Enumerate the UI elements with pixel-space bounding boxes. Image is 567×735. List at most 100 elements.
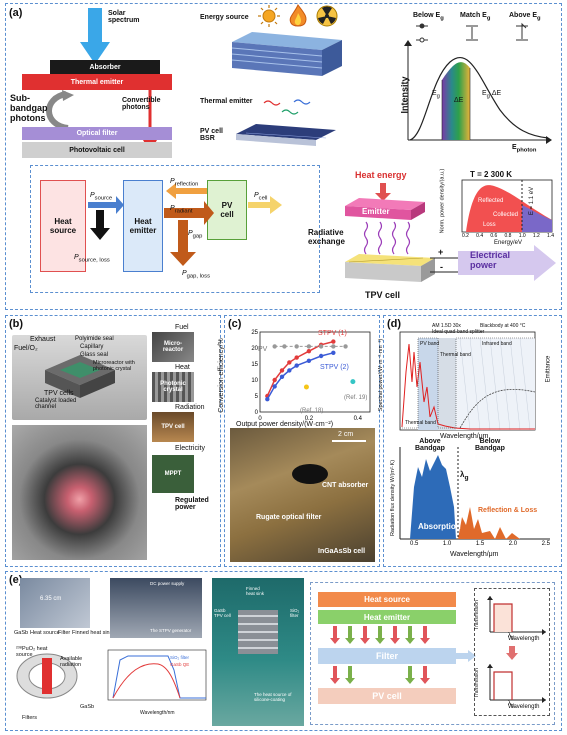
pv-band-label: PV band bbox=[420, 341, 440, 347]
pv-cell-layer: Photovoltaic cell bbox=[22, 142, 172, 158]
inset-xtick: 0.8 bbox=[504, 233, 512, 239]
panel-c-label: (c) bbox=[228, 318, 242, 330]
capillary-label: Capillary bbox=[80, 344, 104, 350]
infrared-band-label: Infrared band bbox=[482, 341, 512, 347]
data-point bbox=[265, 397, 270, 402]
emitter-stack bbox=[231, 32, 342, 76]
radiative-exchange-label: Radiative exchange bbox=[308, 228, 345, 246]
convertible-label: Convertible photons bbox=[122, 97, 161, 111]
data-point bbox=[318, 344, 324, 349]
panel-a bbox=[5, 3, 562, 310]
panel-d-label: (d) bbox=[387, 318, 402, 330]
d-bottom-xlabel: Wavelength/μm bbox=[450, 551, 499, 558]
panel-e-label: (e) bbox=[9, 574, 23, 586]
data-point bbox=[287, 368, 292, 373]
available-label: Available radiation bbox=[60, 656, 83, 668]
pv-cell-box: PV cell bbox=[207, 180, 247, 240]
c-plot-area bbox=[259, 331, 371, 413]
microreactor-device bbox=[45, 355, 115, 398]
y-tick-label: 15 bbox=[251, 362, 258, 368]
fuel-label: Fuel bbox=[175, 324, 189, 331]
data-point bbox=[272, 377, 277, 383]
panel-d bbox=[383, 315, 562, 567]
heat-src-label: Heat source bbox=[30, 630, 60, 636]
inset-xtick: 1.4 bbox=[547, 233, 554, 239]
data-point bbox=[282, 344, 287, 349]
ref19-label: (Ref. 19) bbox=[344, 395, 368, 401]
x-tick-label: 0.4 bbox=[354, 416, 363, 422]
generator-photo bbox=[110, 578, 202, 638]
data-point bbox=[294, 363, 299, 368]
energy-source-label: Energy source bbox=[200, 14, 249, 21]
photonic-crystal-label: Photonic crystal bbox=[160, 381, 186, 393]
device-photo bbox=[12, 425, 147, 560]
scale-label: 2 cm bbox=[338, 431, 354, 438]
panel-b-label: (b) bbox=[9, 318, 24, 330]
tpv-gen-label: The STPV generator bbox=[150, 628, 192, 633]
heat-source-label: Heat source bbox=[49, 217, 77, 235]
filter-diagram-frame bbox=[310, 582, 555, 725]
trans1-lambda: λg bbox=[508, 633, 514, 642]
delta-e-label: ΔE bbox=[454, 97, 464, 104]
transmittance-chart bbox=[107, 649, 207, 701]
inset-xtick: 0.6 bbox=[490, 233, 498, 239]
c-ylabel: Conversion efficiency/% bbox=[217, 338, 225, 413]
data-point bbox=[306, 358, 312, 363]
below-bandgap-label: Below Bandgap bbox=[475, 438, 505, 452]
d-xtick: 1.0 bbox=[442, 541, 452, 547]
pv-cell-label: PV cell bbox=[220, 201, 234, 219]
panel-b bbox=[5, 315, 221, 567]
flow-diagram-frame bbox=[30, 165, 320, 293]
mppt-img: MPPT bbox=[152, 455, 194, 493]
p-radiant-label: Pradiant bbox=[170, 205, 193, 215]
mmrtg-photo bbox=[20, 578, 90, 628]
d-xtick: 0.5 bbox=[410, 541, 419, 547]
stpv2-label: STPV (2) bbox=[320, 364, 349, 371]
above-bandgap-label: Above Bandgap bbox=[415, 438, 445, 452]
emitter-plate bbox=[345, 198, 425, 220]
filter-bar: Filter bbox=[318, 648, 456, 664]
pu-heat-label: ²³⁸PuO₂ heat source bbox=[16, 646, 48, 658]
solar-spectrum-label: Solar spectrum bbox=[108, 10, 140, 24]
thermal-band2-label: Thermal band bbox=[405, 420, 436, 426]
tpv-cells-label: TPV cells bbox=[44, 390, 74, 397]
match-eg-label: Match Eg bbox=[460, 12, 491, 22]
p-source-label: Psource bbox=[90, 192, 113, 202]
inset-title: T = 2 300 K bbox=[470, 170, 513, 179]
sio2-label: SiO₂ filter bbox=[290, 608, 300, 618]
glass-seal-label: Glass seal bbox=[80, 352, 109, 358]
p-gap-loss-label: Pgap, loss bbox=[182, 270, 210, 280]
data-point bbox=[331, 344, 336, 349]
solar-arrow bbox=[80, 8, 110, 64]
circuit-wires bbox=[430, 257, 460, 273]
gasb-tpv-label: GaSb TPV cell bbox=[214, 608, 231, 618]
filter-label: Filter bbox=[58, 630, 71, 636]
heat-source-box: Heat source bbox=[40, 180, 86, 272]
sub-bandgap-arrow bbox=[46, 90, 74, 131]
exhaust-label: Exhaust bbox=[30, 336, 56, 343]
optical-filter-label: Optical filter bbox=[76, 130, 118, 137]
data-point bbox=[279, 368, 285, 373]
data-point bbox=[343, 344, 348, 349]
d-xtick: 2.0 bbox=[508, 541, 518, 547]
trans1-ylabel: Transmission bbox=[473, 600, 480, 630]
inset-plot bbox=[461, 179, 553, 233]
plus-label: + bbox=[438, 247, 444, 257]
d-xtick: 2.5 bbox=[541, 541, 550, 547]
transmission-frame bbox=[474, 588, 550, 716]
legend-am15d: AM 1.5D 30x bbox=[432, 323, 461, 329]
flow-arrows bbox=[88, 183, 282, 266]
trans2-ylabel: Transmission bbox=[473, 668, 480, 698]
cnt-absorber-label: CNT absorber bbox=[322, 482, 369, 489]
ray-arrows bbox=[330, 626, 430, 684]
pv-series-label: PV bbox=[258, 346, 268, 353]
absorber-label: Absorber bbox=[89, 63, 121, 71]
fuel-o2-label: Fuel/O₂ bbox=[14, 345, 38, 352]
inset-xtick: 1.0 bbox=[518, 233, 526, 239]
photonic-crystal-img: Photonic crystal bbox=[152, 372, 194, 402]
data-point bbox=[306, 349, 312, 354]
regulated-power-label: Regulated power bbox=[175, 497, 209, 511]
c-xlabel: Output power density/(W·cm⁻²) bbox=[236, 421, 334, 428]
micro-reactor-img: Micro- reactor bbox=[152, 332, 194, 362]
